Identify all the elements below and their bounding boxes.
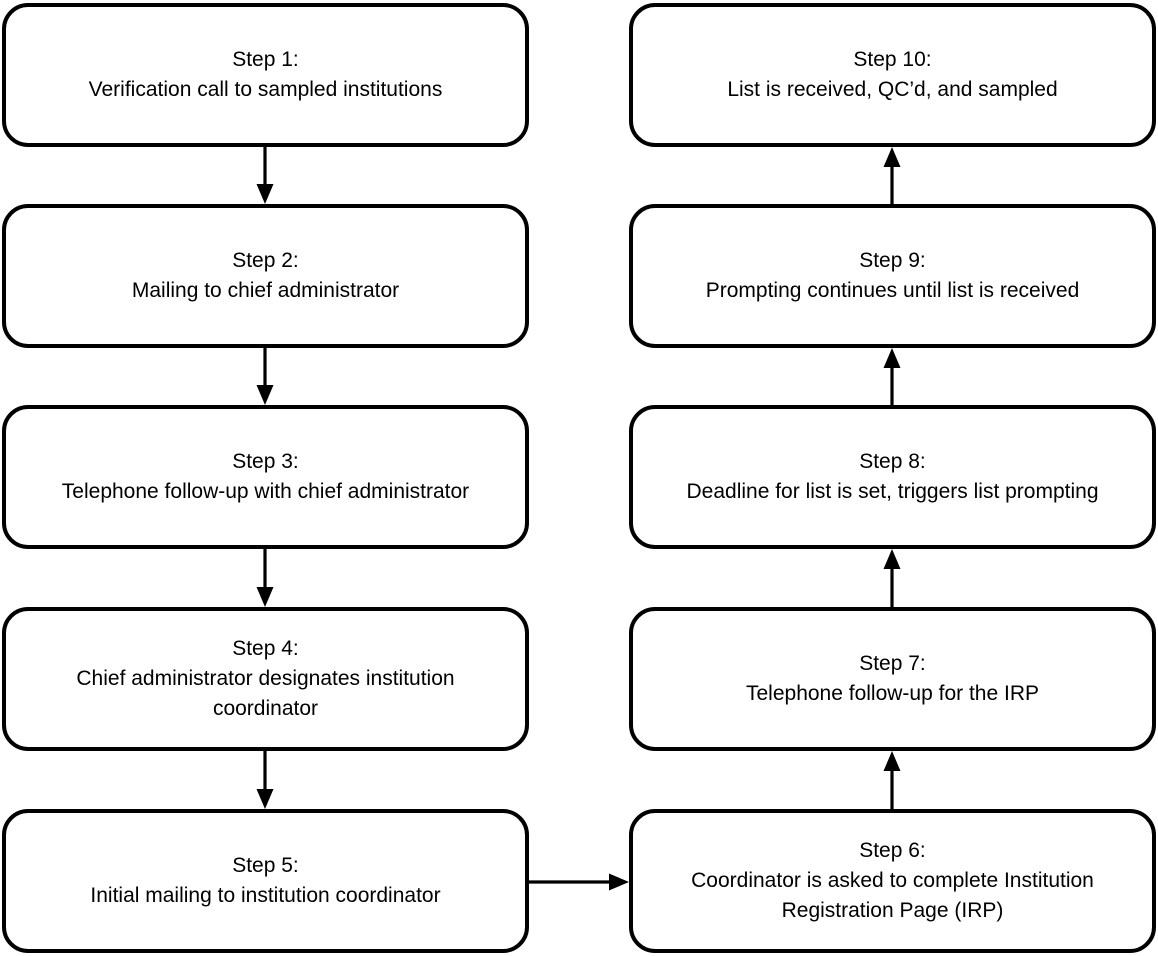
- flow-node-label: Step 10: List is received, QC’d, and sam…: [727, 48, 1058, 101]
- flow-node-label: Step 9: Prompting continues until list i…: [705, 249, 1080, 302]
- arrowhead-icon: [883, 549, 901, 569]
- flow-node-label: Step 1: Verification call to sampled ins…: [88, 48, 443, 101]
- flow-edge-e4: [256, 751, 274, 809]
- flow-edge-e6: [883, 751, 901, 809]
- flow-node-label: Step 5: Initial mailing to institution c…: [90, 854, 441, 907]
- arrowhead-icon: [256, 184, 274, 204]
- arrowhead-icon: [609, 873, 629, 891]
- flow-node-label: Step 7: Telephone follow-up for the IRP: [745, 652, 1039, 705]
- flow-node-step4: Step 4: Chief administrator designates i…: [2, 607, 529, 751]
- arrowhead-icon: [256, 385, 274, 405]
- arrowhead-icon: [256, 789, 274, 809]
- flow-edge-e1: [256, 147, 274, 204]
- flow-node-label: Step 4: Chief administrator designates i…: [76, 637, 455, 720]
- flow-node-step5: Step 5: Initial mailing to institution c…: [2, 809, 529, 953]
- flow-edge-e8: [883, 348, 901, 405]
- edge-layer: [256, 147, 901, 891]
- flow-edge-e2: [256, 348, 274, 405]
- arrowhead-icon: [883, 751, 901, 771]
- flow-node-step6: Step 6: Coordinator is asked to complete…: [629, 809, 1156, 953]
- flow-node-label: Step 8: Deadline for list is set, trigge…: [686, 450, 1099, 503]
- flow-edge-e7: [883, 549, 901, 607]
- flow-node-step7: Step 7: Telephone follow-up for the IRP: [629, 607, 1156, 751]
- flow-node-step8: Step 8: Deadline for list is set, trigge…: [629, 405, 1156, 549]
- flow-edge-e9: [883, 147, 901, 204]
- flow-node-step9: Step 9: Prompting continues until list i…: [629, 204, 1156, 348]
- flow-node-step2: Step 2: Mailing to chief administrator: [2, 204, 529, 348]
- flow-node-step3: Step 3: Telephone follow-up with chief a…: [2, 405, 529, 549]
- flow-node-label: Step 2: Mailing to chief administrator: [131, 249, 400, 302]
- arrowhead-icon: [256, 587, 274, 607]
- flow-node-step10: Step 10: List is received, QC’d, and sam…: [629, 3, 1156, 147]
- flow-node-label: Step 6: Coordinator is asked to complete…: [691, 839, 1094, 922]
- flow-node-step1: Step 1: Verification call to sampled ins…: [2, 3, 529, 147]
- arrowhead-icon: [883, 147, 901, 167]
- arrowhead-icon: [883, 348, 901, 368]
- flow-edge-e5: [529, 873, 629, 891]
- flow-edge-e3: [256, 549, 274, 607]
- flow-node-label: Step 3: Telephone follow-up with chief a…: [61, 450, 470, 503]
